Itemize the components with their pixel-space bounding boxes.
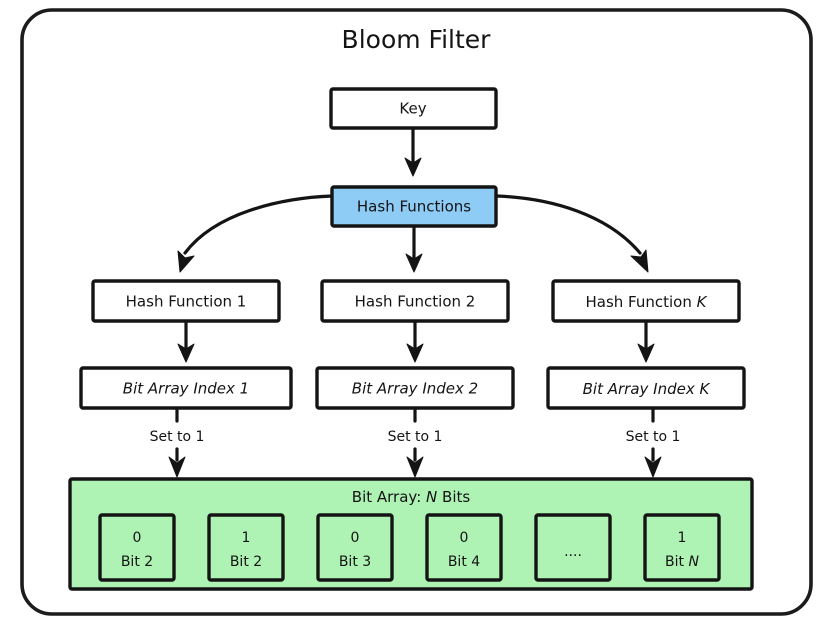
hash-function-1-label: Hash Function 1 — [126, 293, 247, 311]
bit-array-index-1-label: Bit Array Index 1 — [123, 380, 249, 398]
bit-cell-5-label: Bit N — [665, 554, 699, 570]
edge-hf2-to-index2-arrowhead — [406, 343, 424, 363]
bit-cell-1-label: Bit 2 — [230, 554, 262, 570]
bit-array-index-k-box[interactable] — [546, 366, 746, 410]
bit-cell-5-label-prefix: Bit — [665, 554, 688, 570]
bit-cell-3-label: Bit 4 — [448, 554, 480, 570]
hash-function-k-label-prefix: Hash Function — [586, 293, 697, 311]
edge-hf1-to-index1-arrowhead — [177, 343, 195, 363]
bit-cell-4-ellipsis[interactable] — [534, 513, 612, 582]
bit-array-index-2-label: Bit Array Index 2 — [352, 380, 478, 398]
bit-cell-5-value: 1 — [678, 530, 687, 546]
bit-cell-0[interactable] — [98, 513, 176, 582]
bit-cell-5-label-italic: N — [688, 554, 699, 570]
page-title: Bloom Filter — [342, 25, 492, 54]
edge-indexk-to-bitarray-arrowhead — [644, 456, 662, 478]
bit-array-title-italic: N — [426, 488, 437, 506]
bit-cell-2-value: 0 — [351, 530, 360, 546]
bit-cell-3-value: 0 — [460, 530, 469, 546]
hash-function-k-label: Hash Function K — [586, 293, 708, 311]
bit-array-title-suffix: Bits — [437, 488, 470, 506]
edge-hfk-to-indexk-arrowhead — [637, 343, 655, 363]
bit-array-title-prefix: Bit Array: — [352, 488, 426, 506]
edge-hash-functions-to-hf1-arrowhead — [177, 250, 195, 273]
edge-index2-to-bitarray-arrowhead — [406, 456, 424, 478]
edge-label-set-to-1-second: Set to 1 — [388, 429, 443, 445]
bit-cell-4-label: .... — [564, 544, 582, 560]
edge-hash-functions-to-hf1 — [183, 194, 334, 255]
edge-hash-functions-to-hfk — [494, 194, 642, 255]
edge-hash-functions-to-hfk-arrowhead — [630, 249, 649, 273]
bit-cell-5[interactable] — [643, 513, 721, 582]
bit-cell-0-value: 0 — [133, 530, 142, 546]
bit-array-index-1-box[interactable] — [79, 366, 293, 410]
edge-label-set-to-1-third: Set to 1 — [626, 429, 681, 445]
bit-cell-2[interactable] — [316, 513, 394, 582]
edge-label-set-to-1-first: Set to 1 — [150, 429, 205, 445]
bit-array-index-k-label-prefix: Bit Array Index — [583, 380, 700, 398]
bit-array-index-k-label: Bit Array Index K — [583, 380, 711, 398]
bit-cell-2-label: Bit 3 — [339, 554, 371, 570]
edge-index1-to-bitarray-arrowhead — [168, 456, 186, 478]
bit-cell-1[interactable] — [207, 513, 285, 582]
bit-cell-1-value: 1 — [242, 530, 251, 546]
hash-function-2-label: Hash Function 2 — [355, 293, 476, 311]
edge-hash-functions-to-hf2-arrowhead — [405, 253, 423, 273]
edge-key-to-hash-functions-arrowhead — [404, 157, 422, 177]
key-box-label: Key — [399, 100, 426, 118]
bit-cell-3[interactable] — [425, 513, 503, 582]
bit-array-panel-title: Bit Array: N Bits — [352, 488, 471, 506]
bit-array-index-k-label-italic: K — [700, 380, 711, 398]
bit-cell-0-label: Bit 2 — [121, 554, 153, 570]
hash-functions-box-label: Hash Functions — [357, 198, 471, 216]
hash-function-k-label-italic: K — [697, 293, 708, 311]
